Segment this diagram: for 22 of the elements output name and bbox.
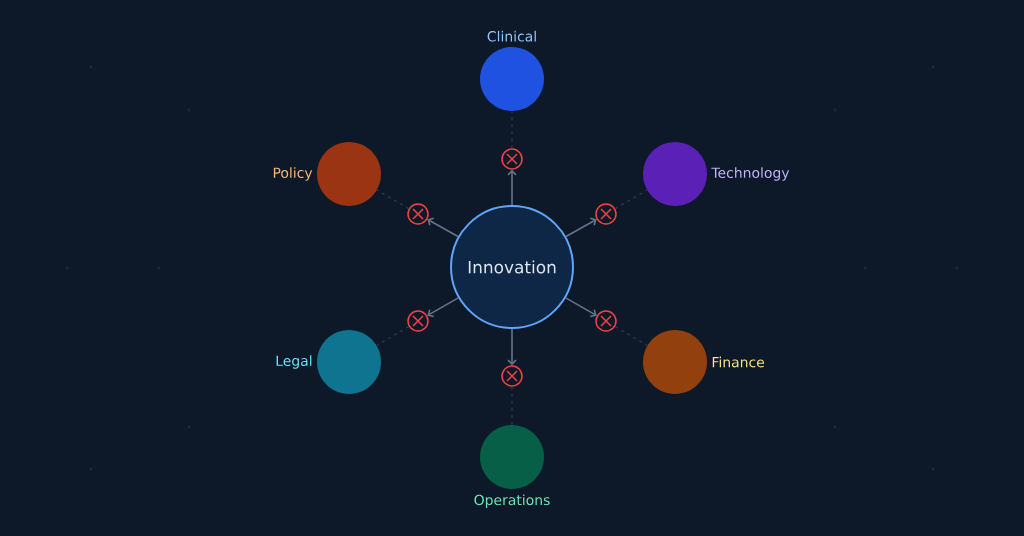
- node-label: Finance: [712, 356, 765, 368]
- dashed-line: [614, 189, 648, 210]
- dashed-line: [614, 325, 648, 347]
- arrow: [564, 297, 597, 318]
- arrow: [427, 217, 459, 238]
- arrow: [565, 217, 597, 238]
- cross-circle-icon: [595, 203, 617, 225]
- dashed-line: [376, 189, 410, 210]
- arrow: [427, 297, 460, 318]
- cross-circle-icon: [501, 365, 523, 387]
- node-label: Clinical: [487, 30, 536, 42]
- node-label: Technology: [711, 167, 790, 181]
- node-label: Policy: [273, 167, 313, 181]
- dashed-line: [376, 325, 410, 347]
- cross-circle-icon: [501, 148, 523, 170]
- node-label: Operations: [474, 494, 550, 508]
- cross-circle-icon: [407, 310, 429, 332]
- cross-circle-icon: [407, 203, 429, 225]
- arrow: [507, 169, 517, 206]
- node-label: Legal: [276, 355, 312, 369]
- arrow: [507, 328, 517, 366]
- cross-circle-icon: [595, 310, 617, 332]
